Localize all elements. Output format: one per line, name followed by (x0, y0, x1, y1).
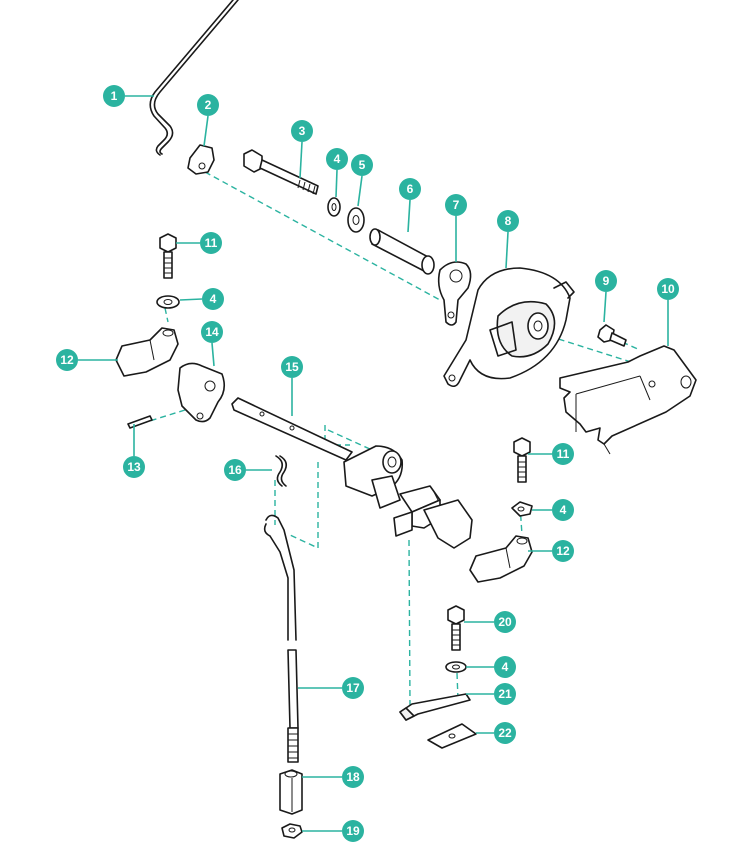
part-4-washer-left (156, 295, 180, 309)
callout-14: 14 (201, 321, 223, 343)
svg-text:13: 13 (127, 460, 141, 474)
callout-17: 17 (342, 677, 364, 699)
callout-22: 22 (494, 722, 516, 744)
callout-2: 2 (197, 94, 219, 116)
svg-text:11: 11 (205, 236, 218, 250)
svg-text:10: 10 (661, 282, 675, 296)
part-16-clip (275, 455, 288, 487)
callout-3: 3 (291, 120, 313, 142)
callout-6: 6 (399, 178, 421, 200)
part-7-lever (437, 261, 472, 326)
callout-4-b: 4 (202, 288, 224, 310)
callout-11-b: 11 (552, 443, 574, 465)
part-14-lever-clamp (177, 362, 226, 423)
svg-text:20: 20 (498, 615, 512, 629)
part-22-plate (427, 723, 477, 749)
part-3-bolt (243, 149, 319, 195)
svg-text:1: 1 (111, 89, 118, 103)
svg-text:21: 21 (498, 687, 512, 701)
part-20-bolt (447, 605, 465, 651)
callout-12-b: 12 (552, 540, 574, 562)
part-13-pin (127, 415, 153, 429)
svg-text:18: 18 (346, 770, 360, 784)
part-4-washer-right (511, 501, 533, 517)
callout-4-a: 4 (326, 148, 348, 170)
part-11-bolt-right (513, 437, 531, 483)
svg-text:12: 12 (60, 353, 74, 367)
part-2-clip (187, 144, 215, 175)
part-19-nut (281, 823, 303, 839)
part-12-clamp-right (469, 535, 533, 583)
leader-lines (78, 95, 669, 832)
callout-15: 15 (281, 356, 303, 378)
svg-text:8: 8 (505, 214, 512, 228)
part-5-washer (347, 207, 365, 233)
callout-7: 7 (445, 194, 467, 216)
part-18-coupler (279, 769, 303, 815)
callout-10: 10 (657, 278, 679, 300)
svg-text:4: 4 (560, 503, 567, 517)
callout-16: 16 (224, 459, 246, 481)
part-17-rod (263, 514, 299, 763)
svg-text:15: 15 (285, 360, 299, 374)
callout-8: 8 (497, 210, 519, 232)
svg-text:5: 5 (359, 158, 366, 172)
callout-19: 19 (342, 820, 364, 842)
part-11-bolt-left (159, 233, 177, 279)
part-4-washer-bottom (445, 661, 467, 673)
svg-text:6: 6 (407, 182, 414, 196)
callout-9: 9 (595, 270, 617, 292)
part-9-bolt (597, 324, 627, 347)
callout-21: 21 (494, 683, 516, 705)
svg-text:9: 9 (603, 274, 610, 288)
svg-text:14: 14 (205, 325, 219, 339)
svg-text:7: 7 (453, 198, 460, 212)
part-1-rod (149, 0, 239, 156)
part-8-cam-pulley (443, 267, 575, 388)
svg-text:4: 4 (502, 660, 509, 674)
callout-12-a: 12 (56, 349, 78, 371)
callout-11-a: 11 (200, 232, 222, 254)
part-4-washer-top (327, 197, 341, 217)
part-15-shaft (231, 397, 473, 549)
callout-5: 5 (351, 154, 373, 176)
svg-text:3: 3 (299, 124, 306, 138)
svg-text:2: 2 (205, 98, 212, 112)
callout-4-c: 4 (552, 499, 574, 521)
svg-text:4: 4 (210, 292, 217, 306)
svg-text:17: 17 (346, 681, 360, 695)
part-12-clamp-left (115, 327, 179, 377)
svg-text:12: 12 (556, 544, 570, 558)
callout-18: 18 (342, 766, 364, 788)
part-21-plate (399, 693, 471, 721)
svg-text:11: 11 (557, 447, 570, 461)
svg-text:16: 16 (228, 463, 242, 477)
part-10-bracket (559, 345, 697, 455)
callout-4-d: 4 (494, 656, 516, 678)
callout-20: 20 (494, 611, 516, 633)
svg-text:22: 22 (498, 726, 512, 740)
svg-text:19: 19 (346, 824, 360, 838)
callout-13: 13 (123, 456, 145, 478)
svg-text:4: 4 (334, 152, 341, 166)
callout-1: 1 (103, 85, 125, 107)
part-6-sleeve (369, 228, 435, 275)
